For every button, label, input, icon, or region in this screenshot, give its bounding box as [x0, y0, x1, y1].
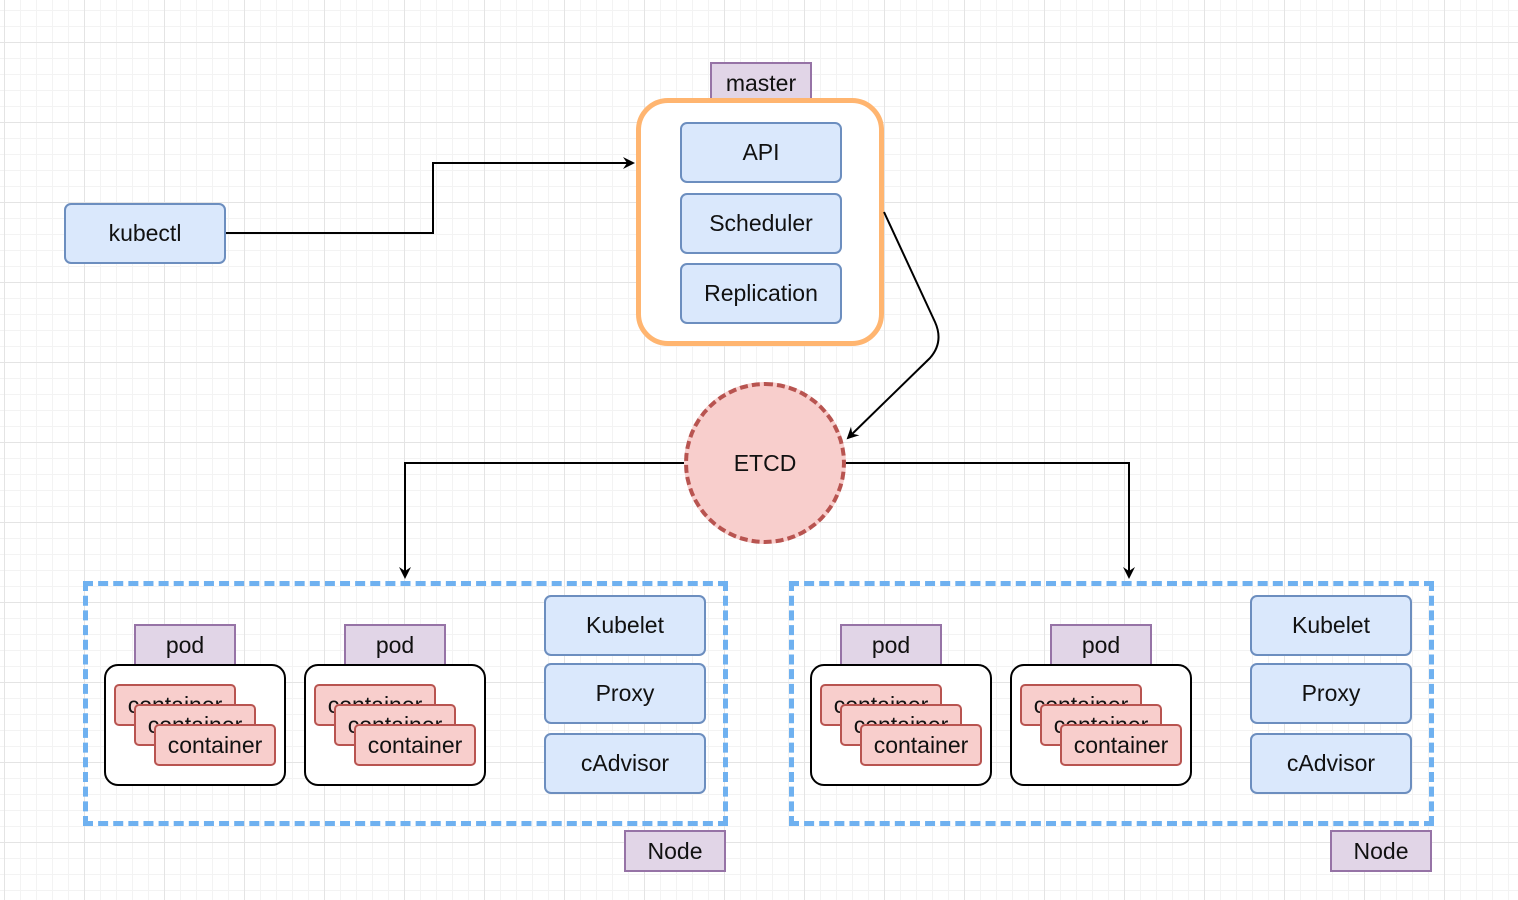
node-2-pod-2-label: pod: [1050, 624, 1152, 666]
node-2-frame[interactable]: [789, 581, 1434, 826]
node-1-pod-2-label: pod: [344, 624, 446, 666]
node-1-cadvisor-box[interactable]: cAdvisor: [544, 733, 706, 794]
node-2-kubelet-box[interactable]: Kubelet: [1250, 595, 1412, 656]
node-2-label: Node: [1330, 830, 1432, 872]
node-1-pod-1-label: pod: [134, 624, 236, 666]
node-1-pod-1-container-3[interactable]: container: [154, 724, 276, 766]
node-1-proxy-box[interactable]: Proxy: [544, 663, 706, 724]
edge-etcd-to-node-2: [846, 462, 1135, 579]
edge-kubectl-to-master: [226, 157, 635, 234]
node-2-pod-2-container-3[interactable]: container: [1060, 724, 1182, 766]
node-1-kubelet-box[interactable]: Kubelet: [544, 595, 706, 656]
node-2-pod-1-label: pod: [840, 624, 942, 666]
node-1-label: Node: [624, 830, 726, 872]
api-box[interactable]: API: [680, 122, 842, 183]
etcd-node[interactable]: ETCD: [684, 382, 846, 544]
replication-box[interactable]: Replication: [680, 263, 842, 324]
edge-etcd-to-node-1: [399, 462, 684, 579]
node-2-cadvisor-box[interactable]: cAdvisor: [1250, 733, 1412, 794]
scheduler-box[interactable]: Scheduler: [680, 193, 842, 254]
kubectl-box[interactable]: kubectl: [64, 203, 226, 264]
kubectl-label: kubectl: [108, 220, 182, 246]
edge-master-to-etcd: [846, 211, 940, 440]
node-2-pod-1-container-3[interactable]: container: [860, 724, 982, 766]
node-1-frame[interactable]: [83, 581, 728, 826]
node-2-proxy-box[interactable]: Proxy: [1250, 663, 1412, 724]
node-1-pod-2-container-3[interactable]: container: [354, 724, 476, 766]
